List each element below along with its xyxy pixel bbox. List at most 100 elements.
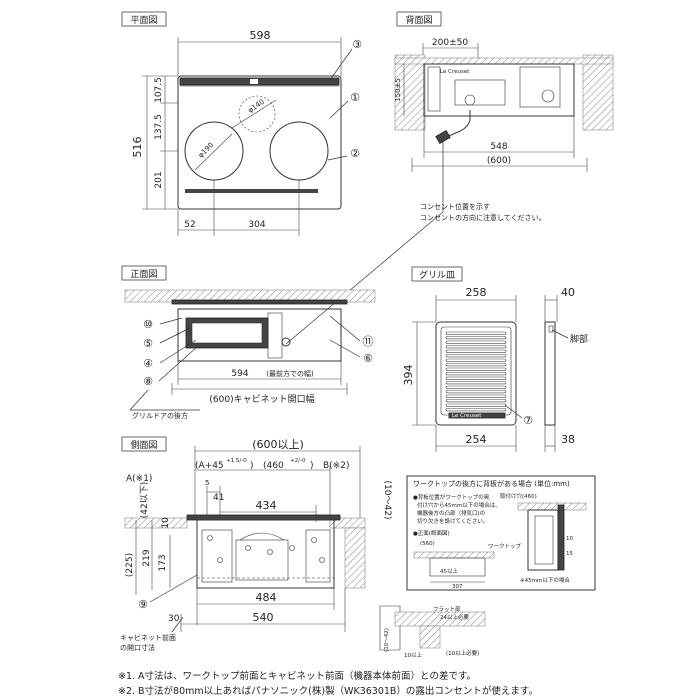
inset-note-1: ●背板位置がワークトップの奥 [413, 493, 490, 501]
grill-bar [445, 331, 507, 335]
side-mid-dim: (460 [263, 461, 284, 471]
inset-note-3: 機器後方の凸部（排気口)の [417, 509, 485, 517]
grill-bar [445, 399, 507, 403]
grill-bar [445, 363, 507, 367]
grill-bars [445, 331, 507, 412]
outlet-note-1: コンセント位置を示す [420, 202, 490, 211]
side-d434: 434 [256, 499, 277, 512]
flat-d10b: (10以上必要) [446, 649, 479, 657]
callout-4: ④ [143, 357, 153, 370]
plan-center-label: 304 [248, 220, 265, 230]
svg-text:③: ③ [352, 38, 362, 51]
footnote-1: ※1. A寸法は、ワークトップ前面とキャビネット前面（機器本体前面）との差です。 [118, 671, 476, 682]
grill-door-label: グリルドアの後方 [132, 411, 188, 420]
side-under42: (42以下) [140, 482, 150, 518]
plan-d2-label: 137.5 [154, 114, 164, 140]
inset-d460: 取付け穴(460) [500, 492, 537, 500]
plan-view-title: 平面図 [130, 15, 157, 26]
front-width-note: (最前方での幅) [266, 369, 314, 378]
cabinet-front-2: の開口寸法 [120, 643, 155, 652]
side-mid-close: ) [310, 461, 314, 471]
grill-brand: Le Creuset [452, 413, 482, 419]
back-panel-inset: ワークトップの後方に背板がある場合 (単位:mm) ●背板位置がワークトップの奥… [406, 475, 596, 591]
svg-text:④: ④ [143, 357, 153, 370]
plan-left-label: 52 [184, 220, 195, 230]
side-mid-tol: +2/-0 [290, 458, 306, 464]
svg-text:②: ② [350, 147, 360, 160]
callout-10: ⑩ [143, 318, 153, 331]
grill-bar [445, 354, 507, 358]
svg-text:⑪: ⑪ [363, 335, 374, 348]
inset-d15: 15 [566, 551, 573, 557]
inset-note-5: ●正面(断面図) [413, 529, 450, 537]
large-burner-dia: φ190 [197, 141, 215, 159]
plan-d1-label: 107.5 [154, 77, 164, 103]
side-detail-part [319, 557, 325, 563]
grill-bar [445, 385, 507, 389]
outlet-note-2: コンセントの方向に注意してください。 [420, 213, 546, 222]
back-height-label: 150±5 [394, 78, 402, 102]
grill-bar [445, 372, 507, 376]
side-d225: (225) [125, 553, 135, 577]
grill-foot-label: 脚部 [570, 333, 588, 345]
side-d5: 5 [205, 479, 209, 487]
front-width-main: 594 [231, 369, 248, 379]
grill-bar [445, 408, 507, 412]
callout-11: ⑪ [363, 335, 374, 348]
cabinet-front-1: キャビネット前面 [120, 633, 176, 642]
callout-3: ③ [352, 38, 362, 51]
side-detail-part [245, 545, 251, 551]
inset-title: ワークトップの後方に背板がある場合 (単位:mm) [413, 479, 570, 488]
side-detail-part [207, 535, 213, 541]
grill-bar [445, 381, 507, 385]
grill-depth: 40 [561, 286, 575, 299]
side-view-title: 側面図 [130, 439, 157, 451]
grill-bar [445, 403, 507, 407]
side-a-close: ) [250, 461, 254, 471]
grill-bar [445, 349, 507, 353]
inset-note-4: 切り欠きを設けてください。 [417, 517, 488, 525]
side-detail-part [311, 537, 317, 543]
grill-bar [445, 340, 507, 344]
side-top-label: (600以上) [252, 438, 304, 451]
plan-d3-label: 201 [154, 171, 164, 188]
svg-text:⑩: ⑩ [143, 318, 153, 331]
svg-text:⑧: ⑧ [143, 375, 153, 388]
side-d484: 484 [256, 591, 277, 604]
front-view-title: 正面図 [130, 269, 157, 280]
right-burner [269, 121, 329, 181]
side-a-dim: (A+45 [195, 461, 224, 471]
svg-text:①: ① [350, 91, 360, 104]
plan-view: 平面図 598 φ140 φ190 516 107.5 137.5 201 [121, 11, 362, 236]
side-detail-part [289, 545, 295, 551]
back-width-paren: (600) [487, 156, 511, 166]
callout-2: ② [350, 147, 360, 160]
front-view: 正面図 594 (最前方での幅) (600)キャビネット開口幅 ⑩ ⑤ ④ ⑧ … [121, 265, 376, 420]
grill-bottom-width: 254 [466, 433, 487, 446]
flat-d10-42: (10～42) [384, 628, 390, 652]
side-d30: 30 [168, 614, 180, 624]
plan-depth-label: 516 [131, 137, 144, 158]
grill-pan-view: グリル皿 258 Le Creuset 394 254 40 38 脚部 ⑦ [402, 266, 588, 452]
side-detail-part [267, 549, 273, 555]
inset-d307: 307 [452, 584, 463, 590]
plan-width-label: 598 [250, 29, 271, 42]
inset-d45: 45以上 [440, 567, 458, 575]
back-width-label: 548 [490, 142, 507, 152]
side-details [207, 535, 325, 563]
grill-bar [445, 367, 507, 371]
grill-bar [445, 390, 507, 394]
back-view-title: 背面図 [405, 14, 432, 26]
side-d540: 540 [253, 611, 274, 624]
grill-bar [445, 358, 507, 362]
inset-d10: 10 [566, 536, 573, 542]
front-cabinet-label: (600)キャビネット開口幅 [209, 393, 314, 405]
side-d173: 173 [158, 554, 168, 571]
side-d41: 41 [213, 493, 224, 503]
side-d10: 10 [161, 517, 171, 529]
side-a-tol: +1.5/-0 [226, 458, 247, 464]
flat-d10: 10以上 [404, 651, 422, 659]
flat-label-1: フラット部 [433, 605, 461, 613]
inset-note-2: 付け穴から45mm以下の場合は、 [417, 501, 501, 509]
